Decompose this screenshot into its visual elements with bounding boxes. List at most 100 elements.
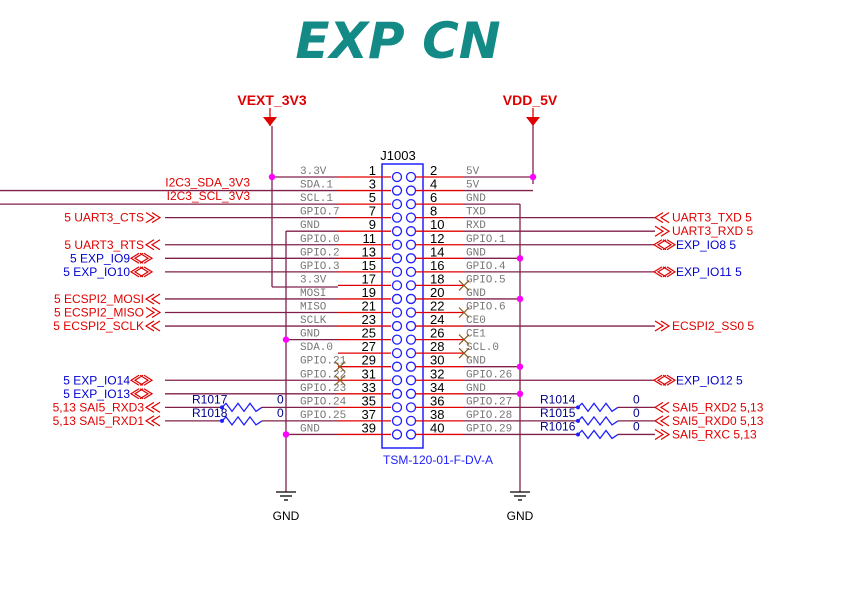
pin-2-name: 5V	[466, 166, 480, 178]
pin-29-pad	[391, 361, 403, 372]
resistor-R1016-icon	[577, 429, 619, 440]
pin-23-pad	[391, 320, 403, 332]
pin-29-number: 29	[362, 353, 376, 368]
gnd-label-right: GND	[507, 509, 534, 523]
resistor-R1014-icon	[577, 402, 619, 413]
pin-16-number: 16	[430, 258, 444, 273]
net-label-left-pin13: 5 EXP_IO9	[70, 251, 130, 265]
pin-20-number: 20	[430, 285, 444, 300]
pin-9-number: 9	[369, 217, 376, 232]
no-connect-pin22-icon	[458, 307, 470, 318]
pin-38-pad	[405, 415, 417, 427]
resistor-R1014-pin-dot	[576, 405, 580, 410]
resistor-R1015-icon	[577, 415, 619, 426]
pin-7-number: 7	[369, 204, 376, 219]
pin-26-pad	[405, 334, 417, 345]
net-label-left-pin35: 5,13 SAI5_RXD3	[53, 400, 145, 414]
pin-30-number: 30	[430, 353, 444, 368]
port-arrow-left-pin19-icon	[144, 293, 161, 305]
pin-11-number: 11	[363, 231, 377, 246]
pin-8-name: TXD	[466, 207, 486, 219]
pin-13-number: 13	[362, 244, 376, 259]
net-label-i2c3_sda_3v3: I2C3_SDA_3V3	[165, 176, 250, 190]
no-connect-pin29-icon	[334, 361, 346, 373]
pin-3-number: 3	[369, 177, 376, 192]
pin-33-number: 33	[362, 380, 376, 395]
pin-37-name: GPIO.25	[300, 410, 346, 422]
port-arrow-left-pin23-icon	[144, 320, 161, 332]
port-arrow-right-pin32-icon	[652, 374, 677, 386]
pin-5-name: SCL.1	[300, 193, 333, 205]
pin-8-pad	[405, 212, 417, 223]
pin-30-pad	[405, 361, 417, 372]
pin-6-name: GND	[466, 193, 486, 205]
pin-10-name: RXD	[466, 220, 486, 232]
pin-22-pad	[405, 307, 417, 318]
pin-35-number: 35	[362, 393, 376, 408]
net-label-left-pin15: 5 EXP_IO10	[63, 265, 130, 279]
net-label-right-pin32: EXP_IO12 5	[676, 373, 743, 387]
pin-1-pad	[391, 171, 403, 183]
junction-dot	[516, 363, 524, 370]
port-arrow-right-pin40-icon	[654, 428, 671, 440]
net-label-right-pin36: SAI5_RXD2 5,13	[672, 400, 764, 414]
port-arrow-left-pin35-icon	[144, 401, 161, 413]
junction-dot	[516, 255, 524, 262]
pin-40-pad	[405, 429, 417, 440]
resistor-R1018-ref: R1018	[192, 406, 228, 420]
pin-10-number: 10	[430, 217, 444, 232]
resistor-R1018-pin-dot	[220, 418, 224, 423]
net-label-right-pin8: UART3_TXD 5	[672, 211, 752, 225]
junction-dot	[516, 295, 524, 303]
pin-10-pad	[405, 226, 417, 237]
net-label-left-pin33: 5 EXP_IO13	[63, 387, 130, 401]
resistor-R1014-ref: R1014	[540, 392, 576, 406]
resistor-R1018-value: 0	[277, 406, 284, 420]
pin-39-number: 39	[362, 420, 376, 435]
pin-3-name: SDA.1	[300, 180, 333, 192]
pin-4-number: 4	[430, 177, 437, 192]
pin-21-pad	[391, 307, 403, 318]
resistor-R1015-ref: R1015	[540, 406, 576, 420]
pin-4-name: 5V	[466, 180, 480, 192]
port-arrow-left-pin31-icon	[129, 374, 154, 386]
net-label-left-pin19: 5 ECSPI2_MOSI	[54, 292, 144, 306]
pin-35-name: GPIO.24	[300, 396, 347, 408]
pin-15-name: GPIO.3	[300, 261, 340, 273]
junction-dot	[268, 173, 276, 181]
net-label-right-pin40: SAI5_RXC 5,13	[672, 427, 757, 441]
pin-6-number: 6	[430, 190, 437, 205]
pin-32-name: GPIO.26	[466, 369, 512, 381]
port-arrow-left-pin11-icon	[144, 239, 161, 251]
pin-37-number: 37	[362, 407, 376, 422]
pin-19-number: 19	[362, 285, 376, 300]
resistor-R1017-icon	[221, 402, 263, 413]
net-label-left-pin21: 5 ECSPI2_MISO	[54, 306, 144, 320]
pin-20-name: GND	[466, 288, 486, 300]
pin-23-name: SCLK	[300, 315, 327, 327]
pin-21-number: 21	[362, 299, 376, 314]
pin-28-name: SCL.0	[466, 342, 499, 354]
pin-31-name: GPIO.22	[300, 369, 346, 381]
pin-26-number: 26	[430, 326, 444, 341]
pin-2-number: 2	[430, 163, 437, 178]
pin-17-number: 17	[362, 271, 376, 286]
pin-20-pad	[405, 293, 417, 305]
pin-1-name: 3.3V	[300, 166, 327, 178]
pin-18-number: 18	[430, 271, 444, 286]
pin-25-pad	[391, 334, 403, 345]
pin-3-pad	[391, 185, 403, 196]
pin-19-pad	[391, 293, 403, 305]
pin-12-pad	[405, 239, 417, 250]
net-label-left-pin11: 5 UART3_RTS	[64, 238, 144, 252]
port-arrow-left-pin33-icon	[129, 388, 154, 400]
pin-12-number: 12	[430, 231, 444, 246]
junction-dot	[282, 431, 290, 438]
pin-5-number: 5	[369, 190, 376, 205]
pin-40-name: GPIO.29	[466, 423, 512, 435]
sheet-title: EXP CN	[295, 12, 500, 70]
pin-16-pad	[405, 266, 417, 278]
pin-12-name: GPIO.1	[466, 234, 506, 246]
pin-36-number: 36	[430, 393, 444, 408]
pin-30-name: GND	[466, 356, 486, 368]
